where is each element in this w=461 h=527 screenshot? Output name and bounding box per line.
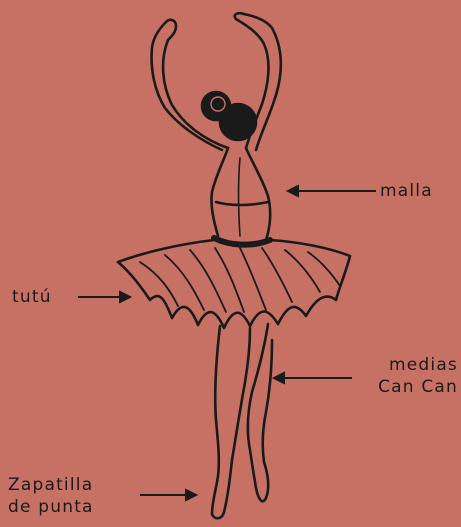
label-zapatilla-line2: de punta [8, 496, 94, 518]
label-medias: medias Can Can [366, 354, 458, 398]
label-zapatilla-line1: Zapatilla [8, 474, 94, 496]
label-tutu-text: tutú [12, 286, 52, 308]
label-malla: malla [380, 180, 433, 202]
hair-bun [202, 92, 230, 120]
label-medias-line1: medias [366, 354, 458, 376]
label-malla-text: malla [380, 180, 433, 202]
label-medias-line2: Can Can [366, 376, 458, 398]
label-zapatilla: Zapatilla de punta [8, 474, 94, 518]
label-tutu: tutú [12, 286, 52, 308]
